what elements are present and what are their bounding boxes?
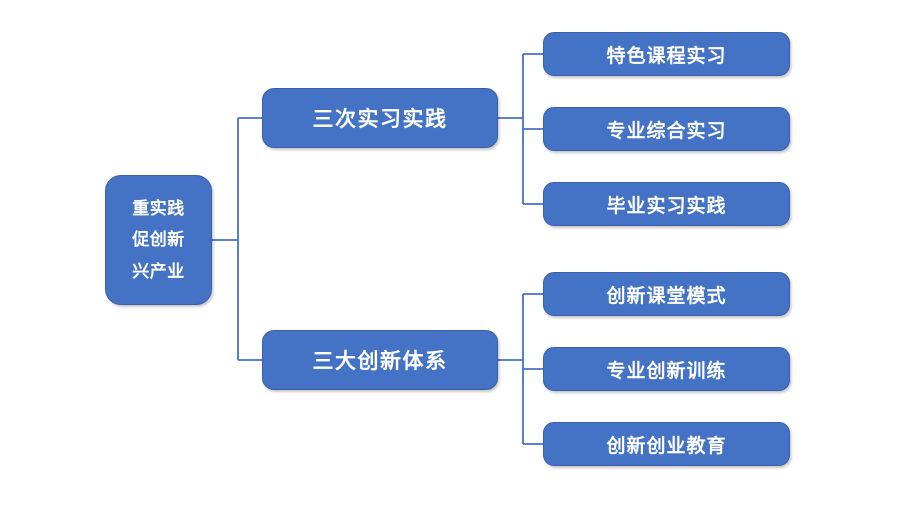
node-branch-2-label: 三大创新体系 bbox=[312, 350, 448, 373]
node-leaf-1-3-label: 毕业实习实践 bbox=[606, 195, 727, 217]
node-leaf-1-1-label: 特色课程实习 bbox=[606, 45, 727, 67]
node-leaf-1-2[interactable]: 专业综合实习 bbox=[543, 107, 790, 151]
node-root-line-3: 兴产业 bbox=[132, 261, 185, 281]
node-branch-2[interactable]: 三大创新体系 bbox=[262, 330, 498, 390]
node-branch-1-label: 三次实习实践 bbox=[312, 108, 448, 131]
node-leaf-2-3[interactable]: 创新创业教育 bbox=[543, 422, 790, 466]
node-root[interactable]: 重实践 促创新 兴产业 bbox=[105, 175, 212, 305]
node-root-line-1: 重实践 bbox=[132, 198, 185, 218]
node-leaf-2-3-label: 创新创业教育 bbox=[606, 435, 727, 457]
node-root-line-2: 促创新 bbox=[132, 230, 185, 250]
node-leaf-1-1[interactable]: 特色课程实习 bbox=[543, 32, 790, 76]
node-leaf-2-2[interactable]: 专业创新训练 bbox=[543, 347, 790, 391]
node-branch-1[interactable]: 三次实习实践 bbox=[262, 88, 498, 148]
node-leaf-2-2-label: 专业创新训练 bbox=[606, 360, 727, 382]
node-leaf-2-1[interactable]: 创新课堂模式 bbox=[543, 272, 790, 316]
node-leaf-2-1-label: 创新课堂模式 bbox=[606, 285, 727, 307]
node-leaf-1-3[interactable]: 毕业实习实践 bbox=[543, 182, 790, 226]
node-leaf-1-2-label: 专业综合实习 bbox=[606, 120, 727, 142]
